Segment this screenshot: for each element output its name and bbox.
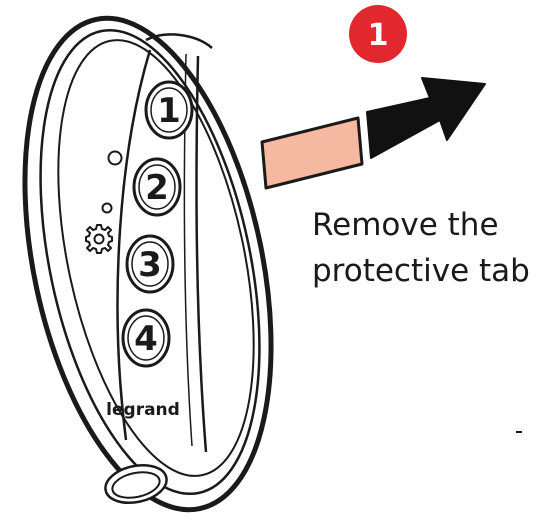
pull-arrow [366, 77, 486, 159]
step-badge: 1 [349, 5, 407, 63]
instruction-text: Remove the protective tab [312, 202, 536, 294]
protective-tab [260, 116, 364, 190]
instruction-line-1: Remove the [312, 207, 499, 243]
button-2[interactable]: 2 [132, 157, 182, 217]
remote-control: 1 2 3 4 legrand [22, 15, 522, 513]
button-channel-left [116, 49, 152, 441]
button-4[interactable]: 4 [121, 308, 171, 368]
button-1-label: 1 [157, 91, 181, 131]
button-3-label: 3 [138, 245, 162, 285]
button-channel-right [195, 55, 208, 453]
button-3[interactable]: 3 [125, 234, 175, 294]
button-4-label: 4 [134, 319, 158, 359]
brand-logo: legrand [106, 400, 180, 420]
step-badge-circle [349, 5, 407, 63]
protective-tab-strip [260, 116, 364, 190]
instruction-line-2: protective tab [312, 253, 530, 289]
led-indicator-icon [107, 150, 123, 166]
keyring-hole [104, 464, 168, 504]
button-2-label: 2 [145, 168, 169, 208]
led-indicator-icon [101, 202, 113, 214]
gear-icon [85, 224, 113, 254]
remote-inner-rim [39, 28, 261, 496]
button-1[interactable]: 1 [144, 80, 194, 140]
pull-arrow-shape [366, 77, 486, 159]
remote-top-lip [145, 33, 213, 49]
step-number: 1 [368, 18, 389, 53]
